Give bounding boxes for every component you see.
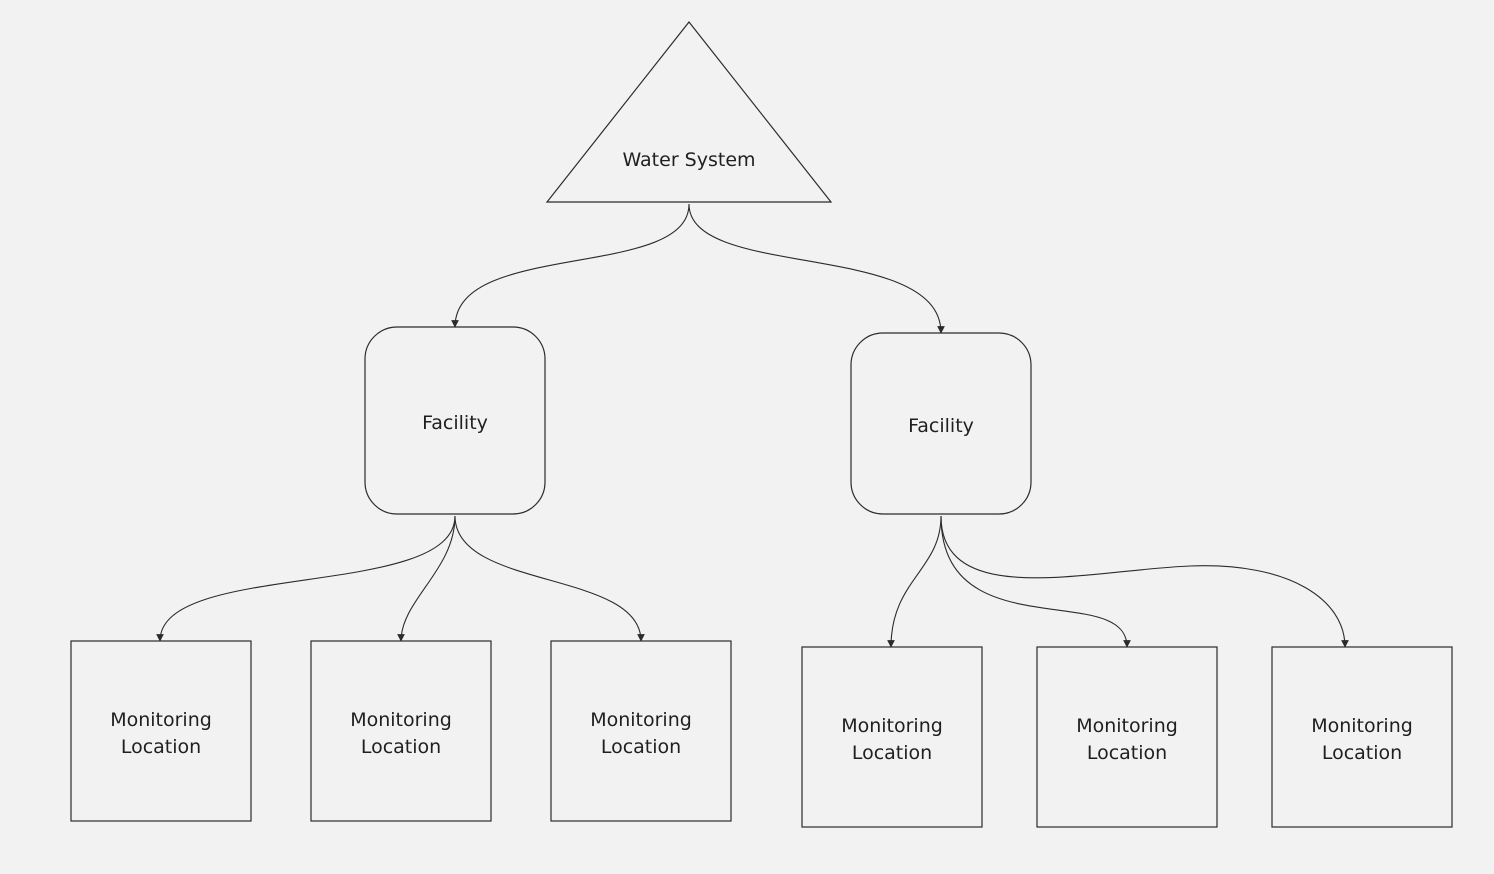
facility-2-connectors (887, 515, 1349, 648)
monitoring-location-4[interactable]: Monitoring Location (801, 646, 983, 828)
monitoring-location-6-box (1271, 646, 1453, 828)
root-connectors (451, 203, 945, 334)
monitoring-location-6[interactable]: Monitoring Location (1271, 646, 1453, 828)
facility-1-label: Facility (422, 412, 488, 434)
facility-node-1[interactable]: Facility (364, 326, 546, 515)
monitoring-location-4-line1: Monitoring (841, 715, 943, 737)
water-system-node[interactable]: Water System (545, 21, 833, 203)
monitoring-location-1-line2: Location (121, 736, 201, 758)
monitoring-location-1-box (70, 640, 252, 822)
monitoring-location-6-line1: Monitoring (1311, 715, 1413, 737)
facility-2-box (850, 332, 1032, 515)
edge-facility-1-location-2 (397, 515, 456, 642)
monitoring-location-1-line1: Monitoring (110, 709, 212, 731)
edge-facility-1-location-3 (454, 515, 645, 642)
water-system-triangle (545, 21, 833, 203)
monitoring-location-2[interactable]: Monitoring Location (310, 640, 492, 822)
monitoring-location-5-box (1036, 646, 1218, 828)
edge-facility-1-location-1 (156, 515, 456, 642)
monitoring-location-3-line1: Monitoring (590, 709, 692, 731)
monitoring-location-3-line2: Location (601, 736, 681, 758)
edge-facility-2-location-4 (887, 515, 942, 648)
edge-facility-2-location-5 (940, 515, 1131, 648)
facility-1-connectors (156, 515, 645, 642)
edge-root-facility-2 (688, 203, 945, 334)
facility-1-box (364, 326, 546, 515)
monitoring-location-4-line2: Location (852, 742, 932, 764)
monitoring-location-6-line2: Location (1322, 742, 1402, 764)
monitoring-location-3-box (550, 640, 732, 822)
monitoring-location-1[interactable]: Monitoring Location (70, 640, 252, 822)
monitoring-location-5[interactable]: Monitoring Location (1036, 646, 1218, 828)
facility-node-2[interactable]: Facility (850, 332, 1032, 515)
monitoring-location-2-box (310, 640, 492, 822)
water-system-label: Water System (622, 149, 755, 171)
monitoring-location-5-line2: Location (1087, 742, 1167, 764)
monitoring-location-2-line2: Location (361, 736, 441, 758)
edge-facility-2-location-6 (940, 515, 1349, 648)
monitoring-location-4-box (801, 646, 983, 828)
monitoring-location-2-line1: Monitoring (350, 709, 452, 731)
monitoring-location-5-line1: Monitoring (1076, 715, 1178, 737)
edge-root-facility-1 (451, 203, 690, 328)
facility-2-label: Facility (908, 415, 974, 437)
monitoring-location-3[interactable]: Monitoring Location (550, 640, 732, 822)
